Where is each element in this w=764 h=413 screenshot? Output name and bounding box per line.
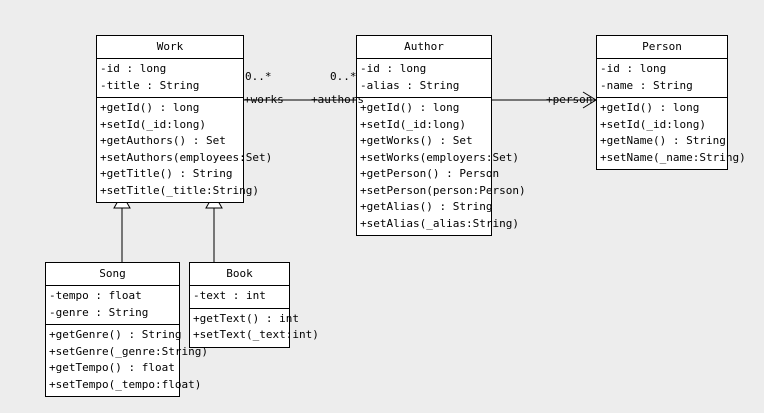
operation: +setTitle(_title:String) [100,183,259,197]
class-box-book[interactable]: Book -text : int +getText() : int +setTe… [189,262,319,348]
operations-compartment-book: +getText() : int +setText(_text:int) [190,307,319,347]
attributes-compartment-person: -id : long -name : String [597,58,727,97]
role-person: +person [546,93,593,106]
operations-compartment-person: +getId() : long +setId(_id:long) +getNam… [597,97,746,169]
class-box-author[interactable]: Author -id : long -alias : String +getId… [356,35,526,236]
attributes-compartment-work: -id : long -title : String [97,58,243,97]
operation: +setGenre(_genre:String) [49,344,208,358]
attributes-compartment-author: -id : long -alias : String [357,58,491,97]
attribute: -tempo : float [49,289,142,302]
class-name-author: Author [404,40,444,53]
operation: +setId(_id:long) [100,117,206,131]
operation: +setAuthors(employees:Set) [100,150,273,164]
class-name-person: Person [642,40,682,53]
class-box-work[interactable]: Work -id : long -title : String +getId()… [96,35,273,203]
operation: +setName(_name:String) [600,150,746,164]
operation: +setAlias(_alias:String) [360,216,519,230]
attribute: -title : String [100,78,200,92]
operation: +getTitle() : String [100,167,233,180]
operation: +getId() : long [100,101,200,114]
attribute: -genre : String [49,305,149,319]
attribute: -id : long [600,62,667,75]
operation: +getPerson() : Person [360,167,500,180]
multiplicity-author-end: 0..* [330,70,357,83]
operation: +getId() : long [360,101,460,114]
operation: +setTempo(_tempo:float) [49,377,202,391]
attribute: -id : long [360,62,427,75]
operation: +getId() : long [600,101,700,114]
operation: +getTempo() : float [49,361,175,374]
operations-compartment-song: +getGenre() : String +setGenre(_genre:St… [46,324,208,396]
operation: +setId(_id:long) [600,117,706,131]
role-works: +works [244,93,284,106]
attribute: -id : long [100,62,167,75]
class-name-book: Book [226,267,253,280]
role-authors: +authors [311,93,364,106]
class-box-person[interactable]: Person -id : long -name : String +getId(… [596,35,746,170]
class-name-song: Song [99,267,126,280]
multiplicity-work-end: 0..* [245,70,272,83]
operation: +setWorks(employers:Set) [360,150,519,164]
operation: +getGenre() : String [49,328,182,341]
operation: +setText(_text:int) [193,328,319,341]
operation: +setId(_id:long) [360,117,466,131]
operation: +getText() : int [193,311,299,325]
operation: +getAuthors() : Set [100,134,226,147]
attribute: -name : String [600,78,693,92]
attribute: -alias : String [360,78,460,92]
class-box-song[interactable]: Song -tempo : float -genre : String +get… [45,262,208,397]
operation: +getName() : String [600,134,726,147]
class-name-work: Work [156,40,184,53]
attribute: -text : int [193,289,266,302]
operation: +setPerson(person:Person) [360,183,526,197]
operation: +getAlias() : String [360,200,493,213]
operation: +getWorks() : Set [360,134,473,147]
operations-compartment-author: +getId() : long +setId(_id:long) +getWor… [357,97,526,235]
attributes-compartment-book: -text : int [190,285,289,308]
attributes-compartment-song: -tempo : float -genre : String [46,285,179,324]
operations-compartment-work: +getId() : long +setId(_id:long) +getAut… [97,97,273,202]
